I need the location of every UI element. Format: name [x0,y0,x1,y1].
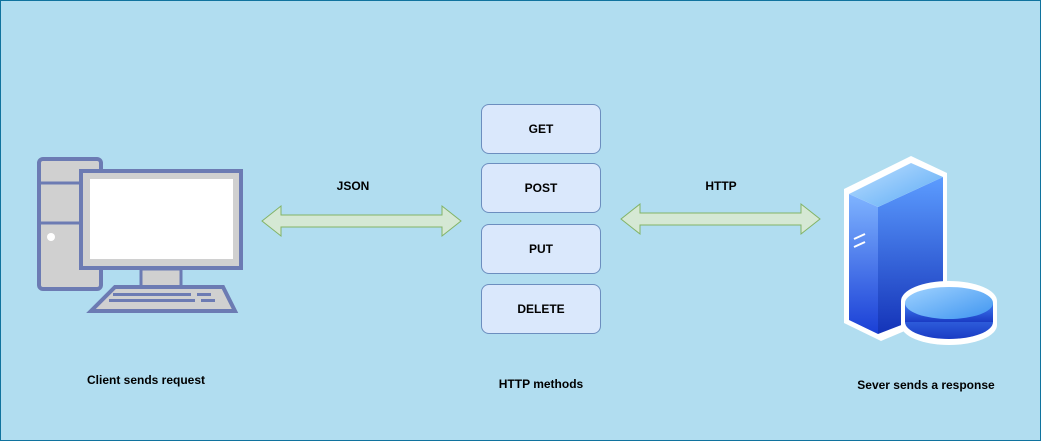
json-double-arrow [261,204,462,238]
server-caption: Sever sends a response [857,378,995,392]
post-method-box: POST [481,163,601,213]
put-method-box: PUT [481,224,601,274]
http-label: HTTP [705,179,737,193]
get-method-box: GET [481,104,601,154]
desktop-computer-icon [37,157,243,313]
http-double-arrow [620,202,821,236]
methods-caption: HTTP methods [498,377,584,391]
server-database-icon [844,156,997,345]
json-label: JSON [336,179,370,193]
client-caption: Client sends request [86,373,206,387]
delete-method-box: DELETE [481,284,601,334]
